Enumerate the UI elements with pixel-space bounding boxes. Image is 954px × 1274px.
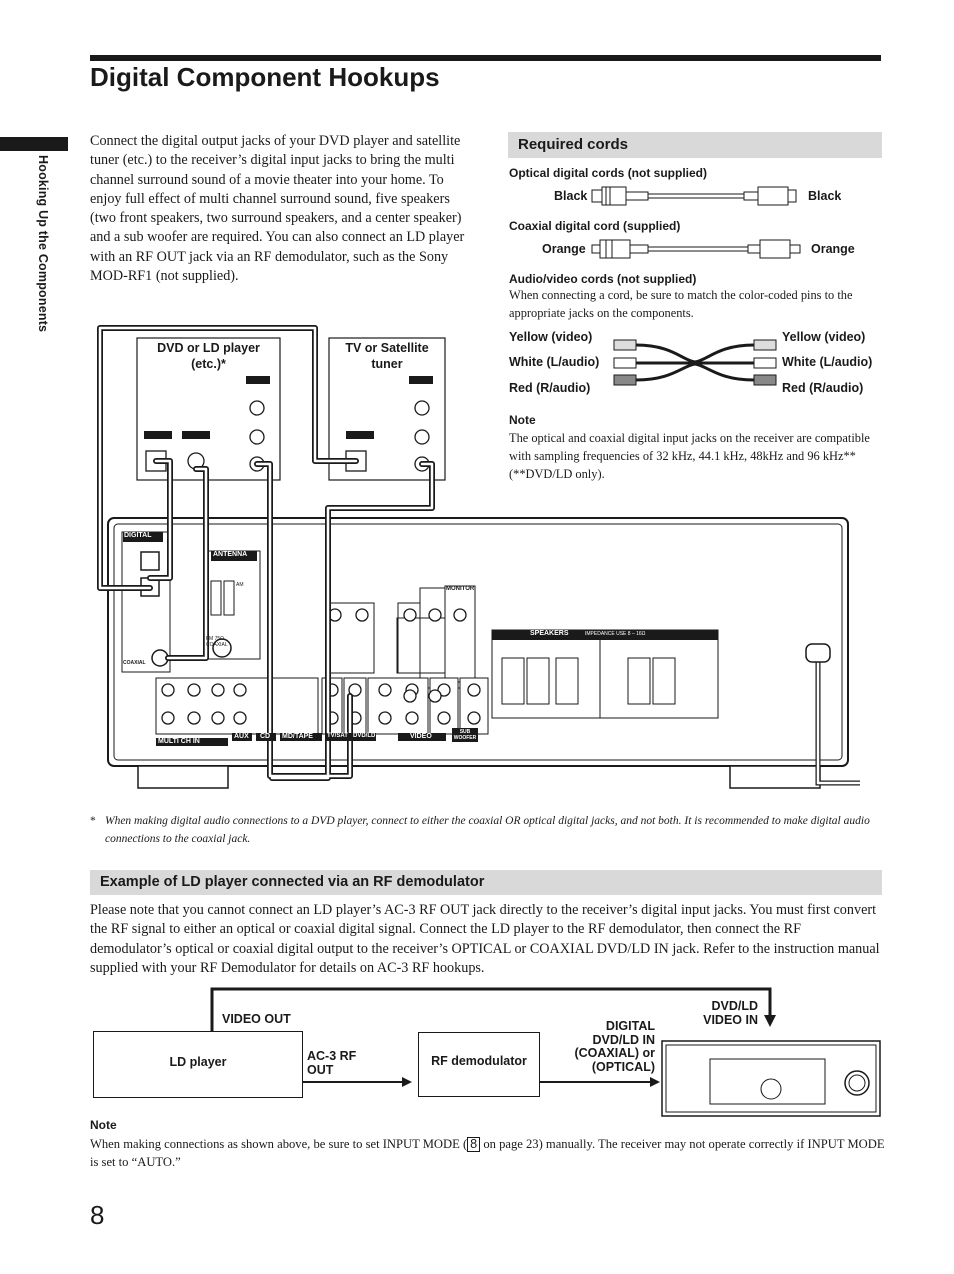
md-tape-label: MD/TAPE bbox=[282, 733, 313, 740]
cd-label: CD bbox=[260, 733, 271, 740]
example-paragraph: Please note that you cannot connect an L… bbox=[90, 902, 880, 976]
input-mode-ref-number: 8 bbox=[467, 1137, 481, 1152]
footnote-asterisk: * bbox=[90, 815, 96, 827]
am-label: AM bbox=[236, 582, 244, 588]
coaxial-right-color: Orange bbox=[811, 242, 855, 256]
av-left-yellow: Yellow (video) bbox=[509, 330, 593, 344]
fm-coaxial-label: FM 75Ω COAXIAL bbox=[206, 636, 228, 648]
digital-dvdld-in-label: DIGITAL DVD/LD IN (COAXIAL) or (OPTICAL) bbox=[574, 1019, 655, 1074]
coaxial-cord-illustration bbox=[591, 239, 801, 259]
av-left-red: Red (R/audio) bbox=[509, 381, 591, 395]
digital-label: DIGITAL bbox=[124, 532, 152, 539]
page-number: 8 bbox=[90, 1200, 105, 1230]
dvd-ld-label: DVD/LD bbox=[353, 733, 376, 739]
side-section-label: Hooking Up the Components bbox=[36, 155, 50, 333]
dvd-ld-player-label: DVD or LD player (etc.)* bbox=[157, 341, 260, 371]
ld-player-box bbox=[93, 1031, 303, 1098]
sub-woofer-label: SUB WOOFER bbox=[453, 729, 477, 741]
av-cord-description: When connecting a cord, be sure to match… bbox=[509, 288, 853, 320]
page-title: Digital Component Hookups bbox=[90, 62, 440, 92]
video-label: VIDEO bbox=[410, 733, 432, 740]
rf-demodulator-box bbox=[418, 1032, 540, 1097]
connection-diagram: DVD or LD player (etc.)* TV or Satellite… bbox=[90, 318, 860, 802]
note2-text-post: on page 23) manually. The receiver may n… bbox=[90, 1137, 885, 1169]
optical-cord-illustration bbox=[591, 186, 797, 206]
footnote-text: When making digital audio connections to… bbox=[105, 815, 870, 845]
ld-player-label: LD player bbox=[169, 1055, 227, 1069]
note2-label: Note bbox=[90, 1118, 117, 1132]
optical-right-color: Black bbox=[808, 189, 842, 203]
av-left-white: White (L/audio) bbox=[509, 355, 600, 369]
input-mode-note: When making connections as shown above, … bbox=[90, 1135, 885, 1171]
multi-ch-in-label: MULTI CH IN bbox=[158, 738, 200, 745]
tv-sat-label: TV/SAT bbox=[327, 733, 348, 739]
video-out-label: VIDEO OUT bbox=[222, 1012, 291, 1026]
coaxial-label: COAXIAL bbox=[123, 660, 146, 666]
title-rule bbox=[90, 55, 881, 61]
sampling-note: The optical and coaxial digital input ja… bbox=[509, 431, 870, 481]
speakers-impedance: IMPEDANCE USE 8 – 16Ω bbox=[585, 631, 646, 637]
required-cords-heading: Required cords bbox=[508, 132, 882, 158]
ac3-rf-out-label: AC-3 RF OUT bbox=[307, 1049, 357, 1077]
note2-text-pre: When making connections as shown above, … bbox=[90, 1137, 468, 1151]
coaxial-left-color: Orange bbox=[542, 242, 586, 256]
speakers-label: SPEAKERS bbox=[530, 630, 569, 637]
av-right-yellow: Yellow (video) bbox=[782, 330, 866, 344]
av-cord-title: Audio/video cords (not supplied) bbox=[509, 272, 697, 286]
rf-connection-lines bbox=[210, 987, 881, 1117]
intro-paragraph: Connect the digital output jacks of your… bbox=[90, 133, 465, 285]
av-right-white: White (L/audio) bbox=[782, 355, 873, 369]
rf-demodulator-label: RF demodulator bbox=[431, 1054, 527, 1068]
dvdld-video-in-label: DVD/LD VIDEO IN bbox=[703, 999, 758, 1027]
coaxial-cord-title: Coaxial digital cord (supplied) bbox=[509, 219, 681, 233]
rf-demodulator-diagram: LD player RF demodulator VIDEO OUT AC-3 … bbox=[90, 985, 882, 1120]
receiver-rear-panel bbox=[97, 325, 860, 789]
monitor-label: MONITOR bbox=[446, 586, 475, 592]
example-heading: Example of LD player connected via an RF… bbox=[90, 870, 882, 895]
aux-label: AUX bbox=[234, 733, 249, 740]
side-tab-marker bbox=[0, 137, 68, 151]
antenna-label: ANTENNA bbox=[213, 551, 248, 558]
note-label: Note bbox=[509, 413, 536, 427]
tv-satellite-tuner-label: TV or Satellite tuner bbox=[345, 341, 429, 371]
av-cord-illustration bbox=[613, 339, 777, 386]
optical-left-color: Black bbox=[554, 189, 588, 203]
optical-cord-title: Optical digital cords (not supplied) bbox=[509, 166, 708, 180]
av-right-red: Red (R/audio) bbox=[782, 381, 864, 395]
